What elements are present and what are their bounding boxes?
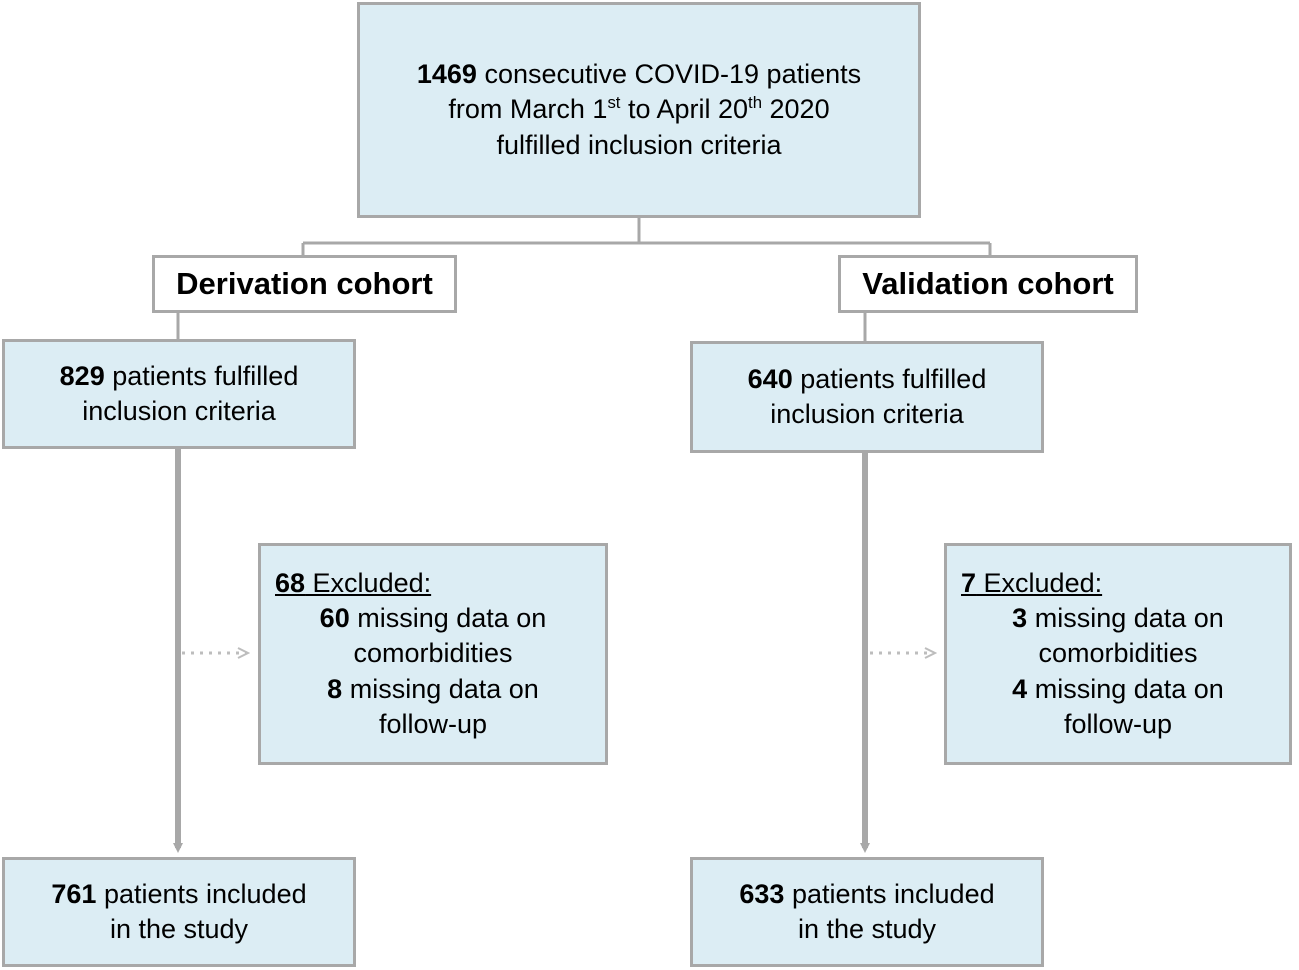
validation-enrolled-count: 640 — [747, 363, 793, 394]
validation-cohort-label: Validation cohort — [838, 255, 1138, 313]
derivation-enrolled-line-1: 829 patients fulfilled — [60, 359, 299, 394]
validation-excluded-item-0-count: 3 — [1012, 603, 1028, 634]
derivation-excluded-item-1-line-2: follow-up — [378, 708, 488, 739]
validation-excluded-item-1-count: 4 — [1012, 673, 1028, 704]
ordinal-suffix-twentieth: th — [748, 93, 763, 113]
derivation-included-line-1-text: patients included — [96, 878, 307, 909]
derivation-excluded-item-1-line-1: 8 missing data on — [275, 672, 591, 707]
source-population-box: 1469 consecutive COVID-19 patients from … — [357, 2, 921, 218]
derivation-excluded-heading-text: Excluded: — [305, 568, 432, 599]
derivation-excluded-item-1-count: 8 — [327, 673, 343, 704]
source-line-2-a: from March 1 — [448, 94, 608, 125]
derivation-excluded-item-0-line-2: comorbidities — [353, 638, 513, 669]
ordinal-suffix-first: st — [607, 93, 621, 113]
source-line-2-b: to April 20 — [620, 94, 749, 125]
derivation-excluded-item-1-text: missing data on — [342, 673, 539, 704]
validation-excluded-count: 7 — [961, 568, 977, 599]
source-line-3: fulfilled inclusion criteria — [496, 129, 782, 160]
derivation-included-line-2: in the study — [109, 914, 249, 944]
validation-enrolled-line-1: 640 patients fulfilled — [748, 362, 987, 397]
derivation-excluded-item-0-text: missing data on — [349, 603, 547, 634]
derivation-included-count: 761 — [51, 878, 97, 909]
derivation-enrolled-line-1-text: patients fulfilled — [104, 360, 299, 391]
source-line-2: from March 1st to April 20th 2020 — [448, 92, 829, 127]
derivation-cohort-label-text: Derivation cohort — [176, 265, 433, 301]
derivation-excluded-item-0-line-1: 60 missing data on — [275, 601, 591, 636]
connector-split-bar — [301, 241, 992, 256]
derivation-enrolled-box: 829 patients fulfilled inclusion criteri… — [2, 339, 356, 449]
derivation-included-line-1: 761 patients included — [51, 877, 306, 912]
validation-included-count: 633 — [739, 878, 785, 909]
validation-enrolled-box: 640 patients fulfilled inclusion criteri… — [690, 341, 1044, 453]
derivation-enrolled-line-2: inclusion criteria — [82, 396, 276, 426]
validation-cohort-label-text: Validation cohort — [862, 265, 1114, 301]
validation-excluded-heading-text: Excluded: — [976, 568, 1103, 599]
derivation-excluded-box: 68 Excluded: 60 missing data on comorbid… — [258, 543, 608, 765]
source-line-1-text: consecutive COVID-19 patients — [476, 59, 862, 90]
validation-included-line-1: 633 patients included — [739, 877, 994, 912]
validation-excluded-item-1-line-2: follow-up — [1063, 708, 1173, 739]
validation-excluded-item-0-line-1: 3 missing data on — [961, 601, 1275, 636]
validation-excluded-heading: 7 Excluded: — [961, 566, 1275, 601]
derivation-cohort-label: Derivation cohort — [152, 255, 457, 313]
validation-excluded-item-1-text: missing data on — [1027, 673, 1224, 704]
validation-included-box: 633 patients included in the study — [690, 857, 1044, 967]
derivation-enrolled-count: 829 — [59, 360, 105, 391]
validation-enrolled-line-2: inclusion criteria — [770, 399, 964, 429]
validation-included-line-1-text: patients included — [784, 878, 995, 909]
validation-enrolled-line-1-text: patients fulfilled — [792, 363, 987, 394]
source-count: 1469 — [416, 59, 477, 90]
validation-excluded-box: 7 Excluded: 3 missing data on comorbidit… — [944, 543, 1292, 765]
derivation-excluded-count: 68 — [275, 568, 306, 599]
validation-excluded-item-1-line-1: 4 missing data on — [961, 672, 1275, 707]
validation-included-line-2: in the study — [797, 914, 937, 944]
validation-excluded-item-0-text: missing data on — [1027, 603, 1224, 634]
derivation-included-box: 761 patients included in the study — [2, 857, 356, 967]
source-line-1: 1469 consecutive COVID-19 patients — [417, 57, 861, 92]
derivation-excluded-heading: 68 Excluded: — [275, 566, 591, 601]
derivation-excluded-item-0-count: 60 — [319, 603, 350, 634]
validation-excluded-item-0-line-2: comorbidities — [1038, 638, 1198, 669]
source-line-2-c: 2020 — [762, 94, 830, 125]
